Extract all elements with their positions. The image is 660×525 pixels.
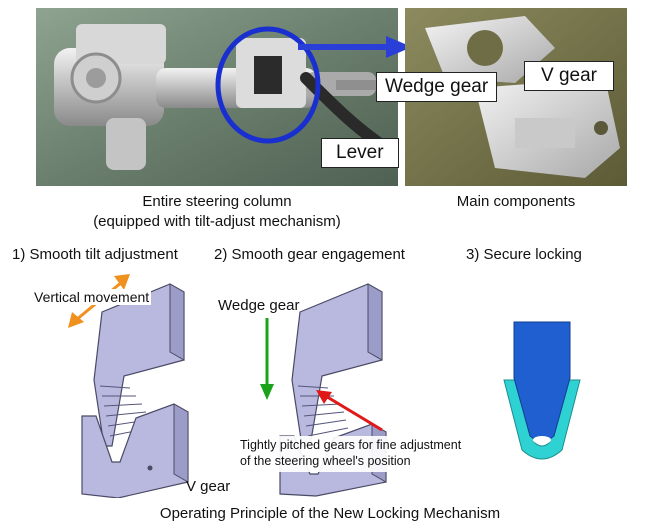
vertical-movement-label: Vertical movement xyxy=(32,289,152,305)
steering-column-caption-line1: Entire steering column xyxy=(142,193,292,210)
steering-column-caption-line2: (equipped with tilt-adjust mechanism) xyxy=(93,213,341,230)
step3-heading: 3) Secure locking xyxy=(466,246,582,263)
fine-adjust-note: Tightly pitched gears for fine adjustmen… xyxy=(240,437,461,469)
downward-arrow xyxy=(260,318,274,400)
lever-callout: Lever xyxy=(321,138,399,168)
pointer-arrow xyxy=(298,36,412,58)
gear-pointer-arrow xyxy=(316,390,383,432)
v-gear-label: V gear xyxy=(186,478,231,495)
steering-column-caption: Entire steering column (equipped with ti… xyxy=(36,192,398,232)
wedge-gear-label: Wedge gear xyxy=(218,297,300,314)
fine-adjust-note-backdrop xyxy=(238,436,500,472)
v-gear-callout: V gear xyxy=(524,61,614,91)
highlight-circle xyxy=(215,26,321,144)
footer-title: Operating Principle of the New Locking M… xyxy=(159,505,501,522)
step2-heading: 2) Smooth gear engagement xyxy=(214,246,405,263)
components-caption: Main components xyxy=(456,193,576,210)
components-illustration xyxy=(405,8,627,186)
secure-locking-diagram xyxy=(503,321,581,460)
fine-adjust-note-line2: of the steering wheel's position xyxy=(240,454,411,468)
wedge-gear-callout: Wedge gear xyxy=(376,72,498,102)
step1-heading: 1) Smooth tilt adjustment xyxy=(12,246,178,263)
fine-adjust-note-line1: Tightly pitched gears for fine adjustmen… xyxy=(240,438,462,452)
tilt-adjust-diagram xyxy=(81,283,189,498)
